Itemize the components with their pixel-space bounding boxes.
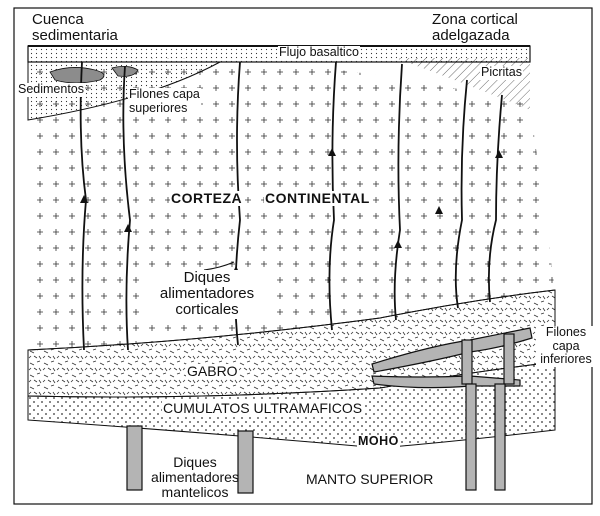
label-diques-cort-line1: Diques (183, 269, 231, 286)
dike-arrow-7 (495, 150, 503, 158)
dike-arrow-5 (394, 240, 402, 248)
dike-arrow-6 (435, 206, 443, 214)
lower-sill-lower (371, 375, 521, 389)
label-cuenca: Cuenca sedimentaria (32, 11, 118, 45)
dike-arrow-2 (124, 224, 132, 232)
mantle-dike-3 (465, 383, 477, 491)
label-diques-mant-line3: mantelicos (161, 484, 229, 501)
label-diques-cort-line3: corticales (175, 301, 239, 319)
crustal-dike-4 (328, 61, 337, 331)
lower-sill-upper (371, 327, 533, 373)
label-diques-corticales: Diques alimentadores corticales (146, 269, 268, 319)
label-picritas: Picritas (480, 65, 523, 80)
label-filones-sup-line2: superiores (129, 100, 188, 115)
mantle-dikes (126, 383, 506, 494)
sediment-body-1 (49, 67, 105, 84)
label-cumulatos: CUMULATOS ULTRAMAFICOS (162, 400, 364, 417)
label-diques-mant-line2: alimentadores (151, 469, 239, 486)
label-gabro: GABRO (186, 363, 239, 380)
label-zona-line2: adelgazada (432, 27, 510, 45)
dike-arrow-4 (328, 148, 336, 156)
label-cuenca-line1: Cuenca (32, 11, 84, 28)
sill-feeder-1 (461, 339, 473, 385)
label-sedimentos: Sedimentos (17, 82, 86, 97)
label-filones-inf-line1: Filones (545, 325, 587, 339)
label-corteza: CORTEZA (170, 190, 244, 207)
label-filones-inferiores: Filones capa inferiores (536, 325, 596, 367)
lower-sills (371, 327, 533, 389)
corticales-leader (203, 261, 235, 271)
label-filones-superiores: Filones capa superiores (128, 87, 201, 115)
label-zona-line1: Zona cortical (432, 11, 518, 28)
dike-arrow-1 (80, 195, 88, 203)
mantle-dike-4 (494, 383, 506, 491)
label-filones-inf-line3: inferiores (540, 352, 592, 366)
crustal-dike-6 (454, 79, 468, 309)
sill-feeder-2 (503, 333, 515, 385)
label-zona-cortical: Zona cortical adelgazada (432, 11, 518, 45)
label-filones-inf-line2: capa (552, 338, 580, 353)
crustal-dike-2 (122, 65, 131, 351)
mantle-dike-2 (237, 430, 254, 494)
label-diques-cort-line2: alimentadores (159, 285, 255, 303)
crustal-dike-7 (487, 94, 503, 303)
label-diques-mant-line1: Diques (173, 454, 217, 470)
label-continental: CONTINENTAL (264, 190, 371, 207)
label-manto-superior: MANTO SUPERIOR (306, 471, 434, 487)
label-moho: MOHO (357, 434, 400, 449)
mantle-dike-1 (126, 425, 143, 491)
label-cuenca-line2: sedimentaria (32, 27, 118, 45)
label-flujo-basaltico: Flujo basaltico (278, 45, 360, 60)
label-filones-sup-line1: Filones capa (129, 87, 200, 101)
label-diques-mantelicos: Diques alimentadores mantelicos (140, 454, 250, 501)
crustal-dike-5 (393, 63, 403, 321)
